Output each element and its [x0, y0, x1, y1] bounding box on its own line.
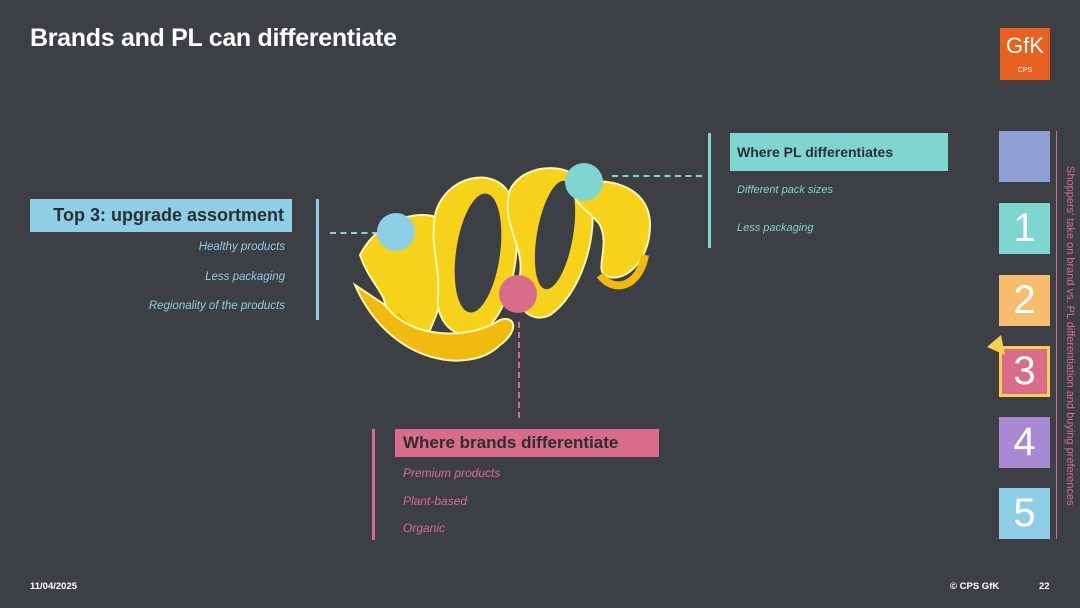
top3-connector — [330, 232, 378, 234]
active-pointer-icon — [987, 335, 1005, 355]
nav-item-5[interactable]: 5 — [999, 488, 1050, 539]
pl-item: Different pack sizes — [737, 184, 833, 196]
footer-date: 11/04/2025 — [30, 581, 78, 592]
top3-item: Regionality of the products — [148, 300, 285, 312]
top3-item: Less packaging — [205, 271, 285, 283]
footer-copyright: © CPS GfK — [950, 581, 1000, 592]
nav-divider — [1056, 131, 1057, 539]
pl-heading: Where PL differentiates — [730, 133, 948, 171]
logo-sub: CPS — [1017, 67, 1033, 74]
page-title: Brands and PL can differentiate — [30, 24, 397, 52]
top3-heading: Top 3: upgrade assortment — [30, 199, 292, 232]
brands-item: Plant-based — [403, 494, 468, 508]
nav-vertical-label: Shoppers' take on brand vs. PL different… — [1064, 166, 1076, 506]
pl-item: Less packaging — [737, 222, 814, 234]
nav-item-2[interactable]: 2 — [999, 275, 1050, 326]
brands-marker — [499, 275, 537, 313]
brands-heading: Where brands differentiate — [395, 429, 659, 457]
brands-connector — [518, 322, 520, 418]
top3-bar — [316, 199, 319, 320]
lemon-peel-icon — [352, 167, 652, 362]
nav-item-3-active[interactable]: 3 — [999, 346, 1050, 397]
nav-item-4[interactable]: 4 — [999, 417, 1050, 468]
nav-item-1[interactable]: 1 — [999, 203, 1050, 254]
brands-item: Premium products — [403, 466, 501, 480]
pl-bar — [708, 133, 711, 248]
brands-item: Organic — [403, 521, 446, 535]
healthy-marker — [377, 213, 415, 251]
pl-marker — [565, 163, 603, 201]
pl-connector — [612, 175, 702, 177]
lemon-peel-illustration — [352, 163, 652, 362]
nav-item-overview[interactable] — [999, 131, 1050, 182]
brands-bar — [372, 429, 375, 540]
gfk-logo: GfK CPS — [1000, 28, 1050, 80]
logo-brand: GfK — [1006, 33, 1044, 58]
page-number: 22 — [1039, 581, 1050, 592]
top3-item: Healthy products — [198, 241, 285, 253]
